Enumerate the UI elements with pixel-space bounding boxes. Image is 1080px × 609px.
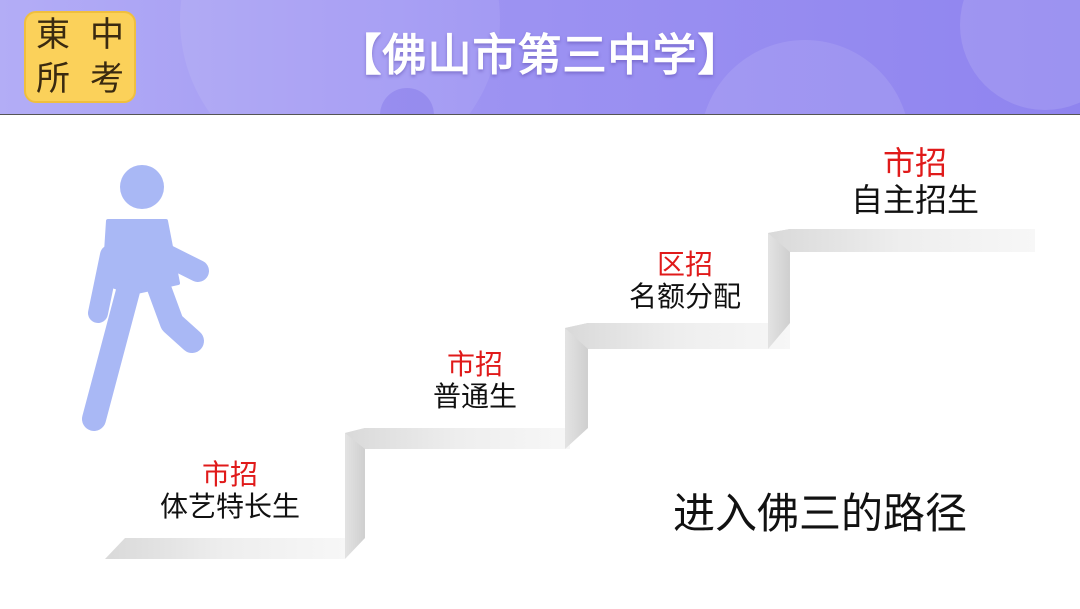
page-title: 【佛山市第三中学】 bbox=[337, 30, 743, 81]
logo-char: 考 bbox=[90, 59, 124, 99]
step-label-3: 区招 名额分配 bbox=[605, 248, 765, 314]
step-label-2: 市招 普通生 bbox=[405, 348, 545, 414]
step-riser bbox=[565, 323, 588, 449]
logo-char: 中 bbox=[90, 15, 124, 55]
step-name: 普通生 bbox=[432, 380, 517, 414]
content-area: 市招 体艺特长生 市招 普通生 区招 名额分配 市招 自主招生 进入佛三的路径 bbox=[0, 114, 1080, 608]
logo-char: 所 bbox=[36, 59, 70, 99]
step-type: 市招 bbox=[882, 144, 947, 182]
step-label-4: 市招 自主招生 bbox=[830, 145, 1000, 219]
logo-char: 東 bbox=[36, 15, 70, 55]
staircase-graphic bbox=[105, 229, 1035, 559]
step-name: 体艺特长生 bbox=[159, 490, 300, 524]
step-name: 自主招生 bbox=[850, 180, 979, 219]
path-caption: 进入佛三的路径 bbox=[672, 489, 967, 538]
step-tread bbox=[345, 428, 570, 449]
step-type: 市招 bbox=[446, 348, 503, 381]
step-tread bbox=[768, 229, 1035, 252]
decor-circle bbox=[960, 0, 1080, 110]
step-type: 区招 bbox=[656, 248, 713, 281]
header-banner: 東 中 所 考 【佛山市第三中学】 bbox=[0, 0, 1080, 114]
step-name: 名额分配 bbox=[628, 280, 741, 314]
logo: 東 中 所 考 bbox=[24, 11, 136, 103]
step-tread bbox=[105, 538, 345, 559]
decor-circle bbox=[180, 0, 500, 114]
step-riser bbox=[345, 428, 365, 559]
walking-person-icon bbox=[82, 165, 209, 431]
step-type: 市招 bbox=[201, 458, 258, 491]
step-tread bbox=[565, 323, 790, 349]
step-riser bbox=[768, 229, 790, 349]
step-label-1: 市招 体艺特长生 bbox=[140, 458, 320, 524]
